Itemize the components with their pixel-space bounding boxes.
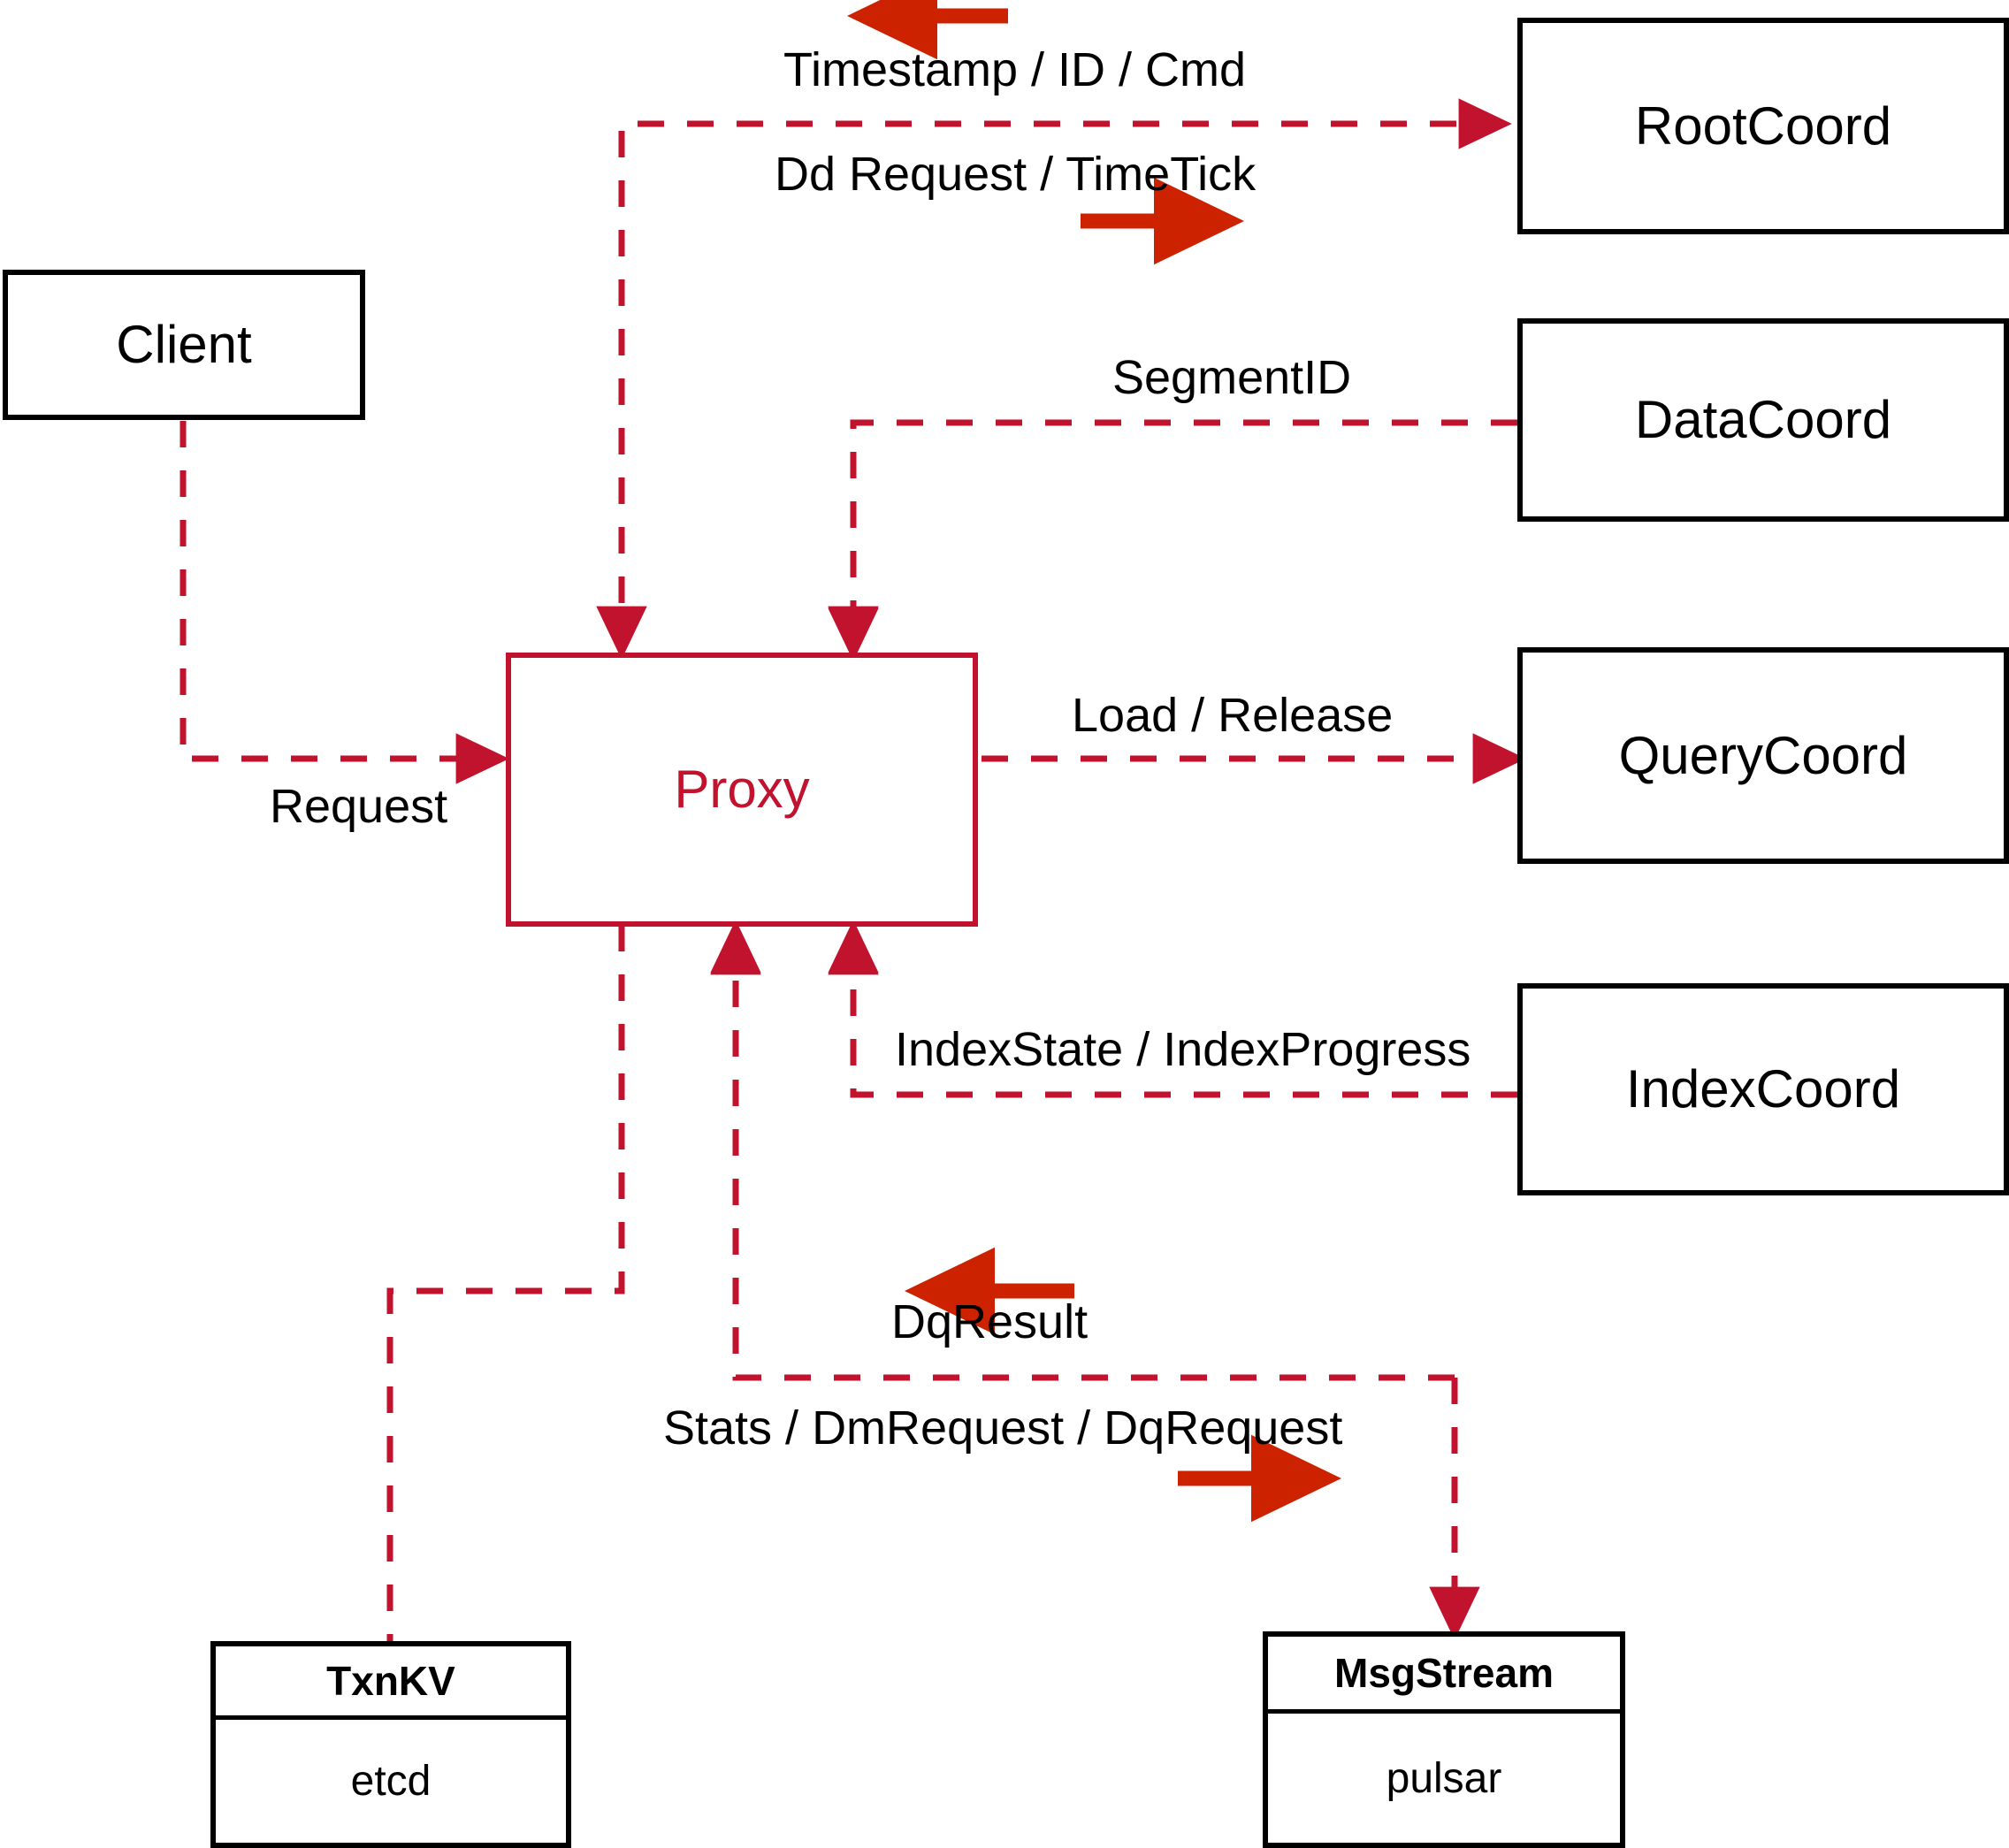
node-txnkv[interactable]: TxnKV etcd	[210, 1641, 571, 1848]
node-msgstream[interactable]: MsgStream pulsar	[1263, 1631, 1625, 1848]
node-datacoord[interactable]: DataCoord	[1517, 318, 2009, 522]
node-msgstream-impl: pulsar	[1386, 1754, 1502, 1802]
node-proxy[interactable]: Proxy	[506, 653, 978, 927]
edge-label-dq-result: DqResult	[891, 1295, 1089, 1348]
edge-proxy-to-txnkv	[386, 925, 625, 1641]
edge-label-index-state-progress: IndexState / IndexProgress	[895, 1023, 1471, 1076]
node-indexcoord[interactable]: IndexCoord	[1517, 983, 2009, 1195]
node-client[interactable]: Client	[3, 270, 365, 420]
node-txnkv-impl: etcd	[350, 1758, 432, 1805]
node-msgstream-title: MsgStream	[1334, 1650, 1554, 1696]
edge-label-request: Request	[270, 780, 448, 833]
node-txnkv-title: TxnKV	[326, 1658, 455, 1704]
node-txnkv-body: etcd	[216, 1720, 566, 1843]
node-msgstream-header: MsgStream	[1268, 1637, 1620, 1714]
node-client-label: Client	[116, 315, 252, 374]
node-rootcoord[interactable]: RootCoord	[1517, 18, 2009, 234]
edge-label-timestamp-id-cmd: Timestamp / ID / Cmd	[783, 43, 1247, 96]
edge-label-segment-id: SegmentID	[1112, 351, 1352, 404]
node-indexcoord-label: IndexCoord	[1625, 1059, 1901, 1119]
edge-indexcoord-to-proxy	[828, 921, 1517, 1098]
edge-label-dd-request-timetick: Dd Request / TimeTick	[775, 148, 1257, 201]
node-querycoord[interactable]: QueryCoord	[1517, 647, 2009, 864]
node-querycoord-label: QueryCoord	[1618, 725, 1908, 785]
edge-label-load-release: Load / Release	[1072, 689, 1394, 742]
edge-label-stats-dm-dq: Stats / DmRequest / DqRequest	[663, 1401, 1343, 1455]
node-txnkv-header: TxnKV	[216, 1646, 566, 1720]
node-proxy-label: Proxy	[674, 760, 810, 819]
edge-msgstream-to-proxy	[710, 921, 1455, 1381]
edge-proxy-to-rootcoord	[618, 98, 1512, 653]
edge-datacoord-to-proxy	[828, 419, 1517, 661]
node-rootcoord-label: RootCoord	[1634, 95, 1892, 156]
node-datacoord-label: DataCoord	[1634, 390, 1892, 449]
edge-client-to-proxy	[180, 421, 509, 784]
node-msgstream-body: pulsar	[1268, 1714, 1620, 1843]
